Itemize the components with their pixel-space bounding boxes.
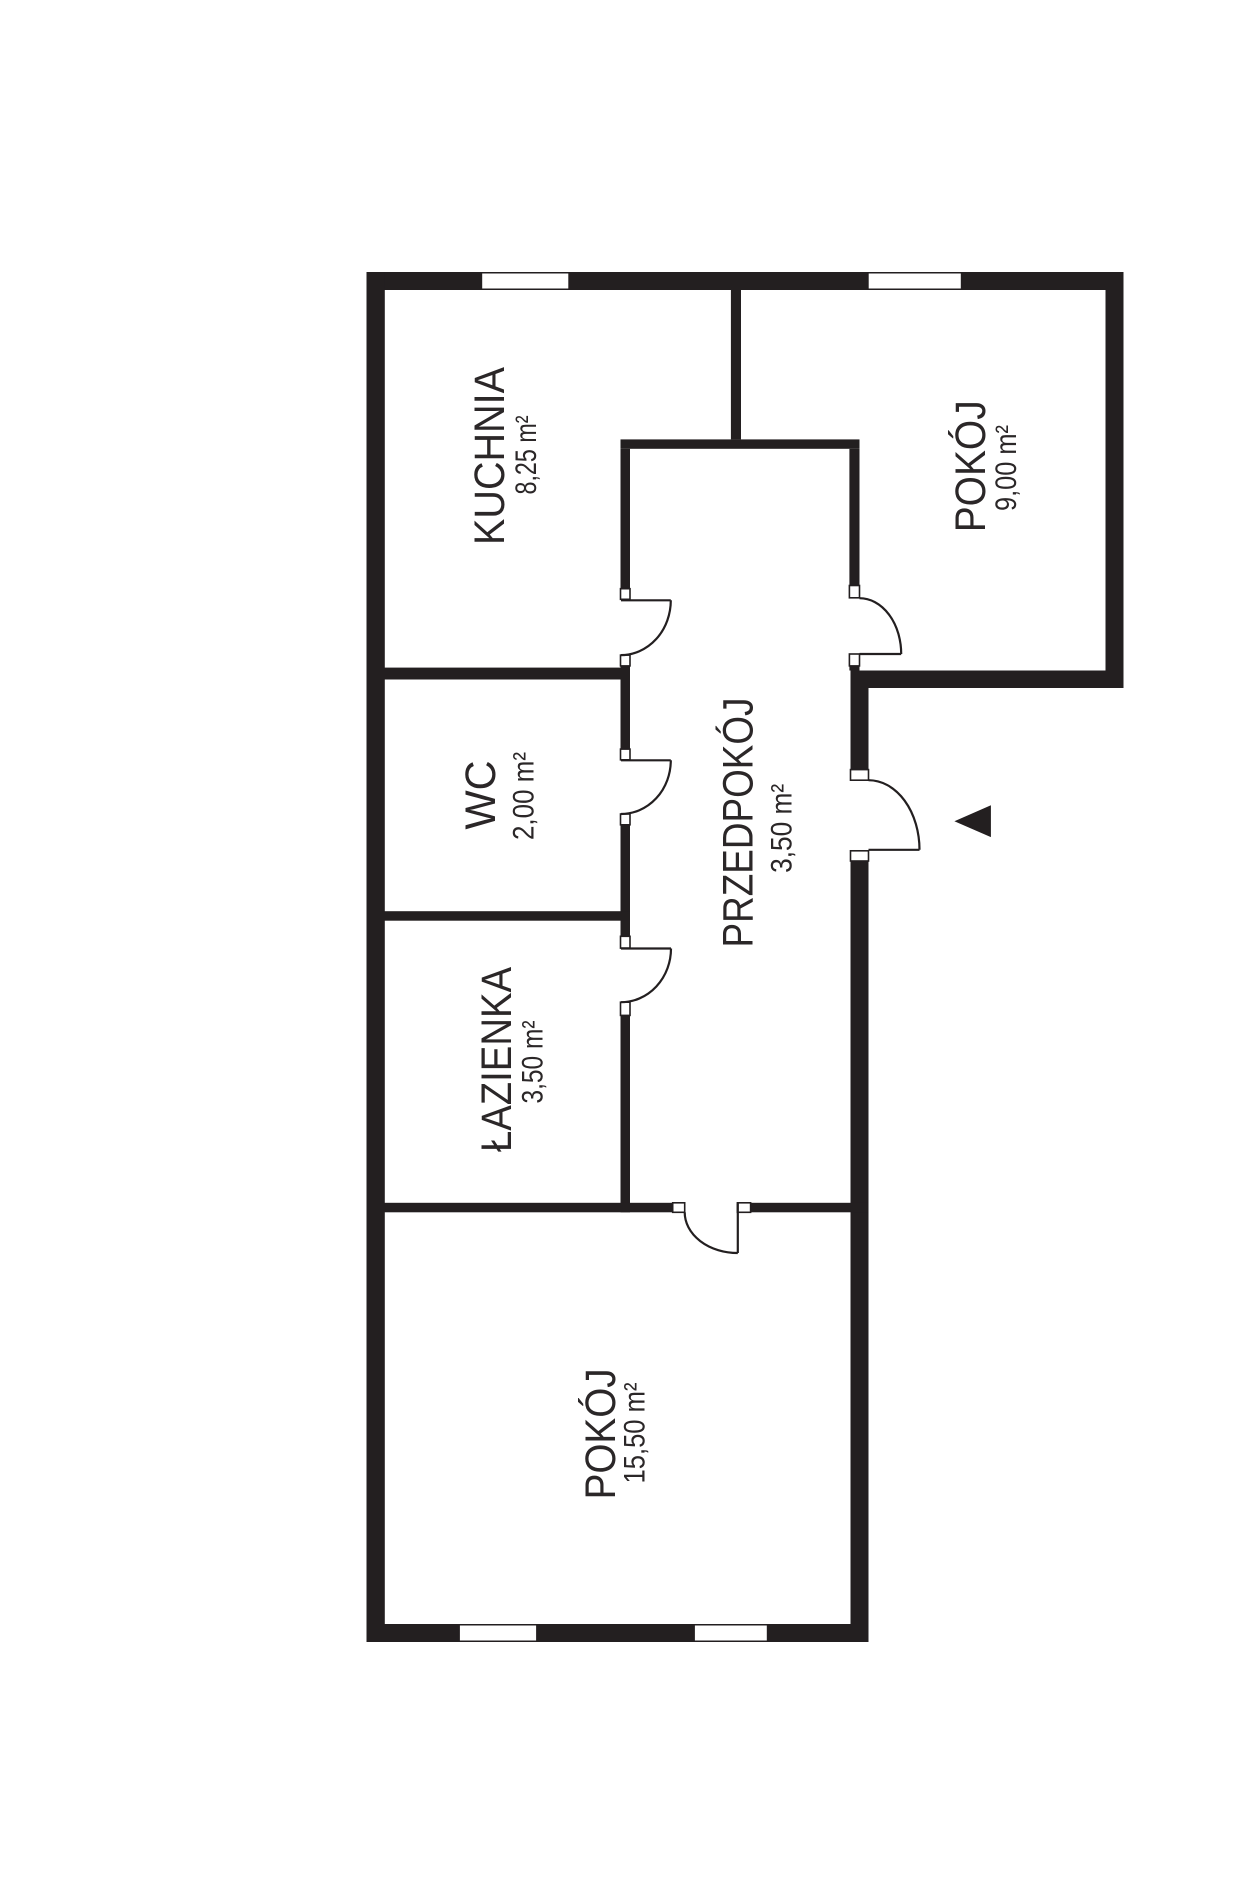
svg-text:9,00 m²: 9,00 m²: [990, 425, 1023, 511]
svg-text:2,00 m²: 2,00 m²: [508, 752, 541, 840]
svg-text:WC: WC: [457, 761, 505, 830]
svg-text:POKÓJ: POKÓJ: [947, 400, 995, 532]
svg-text:PRZEDPOKÓJ: PRZEDPOKÓJ: [714, 698, 762, 948]
svg-text:POKÓJ: POKÓJ: [577, 1368, 625, 1499]
svg-text:ŁAZIENKA: ŁAZIENKA: [473, 967, 521, 1152]
svg-text:KUCHNIA: KUCHNIA: [466, 367, 514, 545]
svg-text:15,50 m²: 15,50 m²: [619, 1382, 652, 1483]
svg-text:3,50 m²: 3,50 m²: [517, 1021, 550, 1104]
svg-text:8,25 m²: 8,25 m²: [510, 416, 543, 495]
svg-text:3,50 m²: 3,50 m²: [766, 784, 799, 873]
